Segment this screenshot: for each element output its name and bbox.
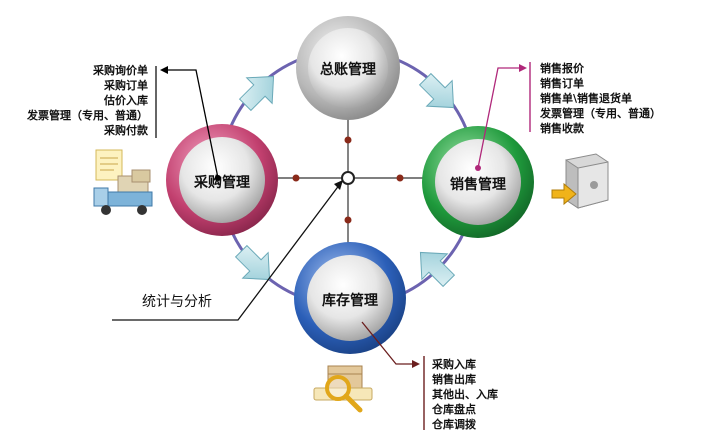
flow-arrow-sales-to-inventory (419, 251, 456, 288)
flow-arrow-purchase-to-center (238, 75, 275, 112)
flow-arrow-inventory-to-purchase (234, 244, 271, 281)
node-purchase-label: 采购管理 (193, 174, 250, 191)
sales-list: 销售报价 销售订单 销售单\销售退货单 发票管理（专用、普通） 销售收款 (475, 61, 661, 171)
node-general-ledger-label: 总账管理 (320, 61, 376, 78)
axis-dot (396, 174, 404, 182)
sales-list-item: 销售收款 (540, 121, 585, 135)
purchase-list-item: 估价入库 (103, 93, 148, 107)
delivery-truck-icon (93, 149, 153, 215)
axis-dot (292, 174, 300, 182)
axis-dot (344, 136, 352, 144)
purchase-list-item: 采购询价单 (92, 63, 148, 77)
sales-list-item: 发票管理（专用、普通） (539, 106, 661, 120)
analysis-callout: 统计与分析 (112, 180, 343, 321)
sales-list-item: 销售报价 (540, 61, 585, 75)
purchase-list-item: 采购订单 (103, 78, 148, 92)
inventory-list-item: 销售出库 (432, 372, 476, 386)
inventory-list-item: 其他出、入库 (432, 387, 498, 401)
sales-list-item: 销售单\销售退货单 (540, 91, 632, 105)
safe-box-icon (551, 153, 609, 209)
node-general-ledger[interactable]: 总账管理 (296, 16, 400, 120)
inventory-list-item: 仓库调拨 (431, 417, 477, 431)
axis-dot (344, 216, 352, 224)
magnifier-box-icon (313, 365, 373, 413)
purchase-list-item: 发票管理（专用、普通） (26, 108, 148, 122)
analysis-label: 统计与分析 (142, 294, 212, 310)
node-purchase[interactable]: 采购管理 (166, 124, 278, 236)
inventory-list-item: 采购入库 (431, 357, 476, 371)
flow-arrow-center-to-sales (418, 72, 455, 109)
node-sales-label: 销售管理 (450, 176, 506, 193)
node-inventory-label: 库存管理 (322, 292, 378, 309)
axis-center-hub (341, 171, 355, 185)
purchase-list: 采购询价单 采购订单 估价入库 发票管理（专用、普通） 采购付款 (26, 63, 221, 181)
inventory-list-item: 仓库盘点 (431, 402, 476, 416)
purchase-list-item: 采购付款 (103, 123, 149, 137)
node-sales[interactable]: 销售管理 (422, 126, 534, 238)
sales-list-item: 销售订单 (540, 76, 584, 90)
node-inventory[interactable]: 库存管理 (294, 242, 406, 354)
inventory-list: 采购入库 销售出库 其他出、入库 仓库盘点 仓库调拨 (361, 321, 498, 431)
